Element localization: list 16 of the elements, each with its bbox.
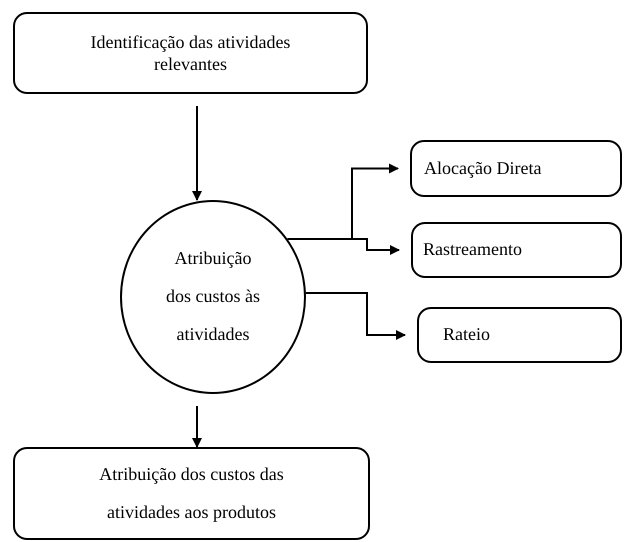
- arrow: [306, 292, 406, 340]
- process-box: [13, 447, 370, 540]
- process-box: [411, 222, 622, 278]
- arrow: [288, 238, 400, 255]
- node-label: Rastreamento: [423, 239, 522, 261]
- node-label: Rateio: [443, 324, 490, 346]
- arrow: [192, 406, 202, 448]
- process-box: [417, 307, 622, 363]
- arrow: [192, 106, 202, 201]
- process-box: [13, 12, 368, 94]
- node-label: Alocação Direta: [424, 158, 542, 180]
- node-label: Identificação das atividades relevantes: [90, 30, 292, 76]
- node-label: Atribuição dos custos das atividades aos produtos: [98, 462, 285, 524]
- process-ellipse: [120, 200, 306, 394]
- node-label: Atribuição dos custos às atividades: [165, 247, 261, 346]
- process-box: [410, 140, 622, 197]
